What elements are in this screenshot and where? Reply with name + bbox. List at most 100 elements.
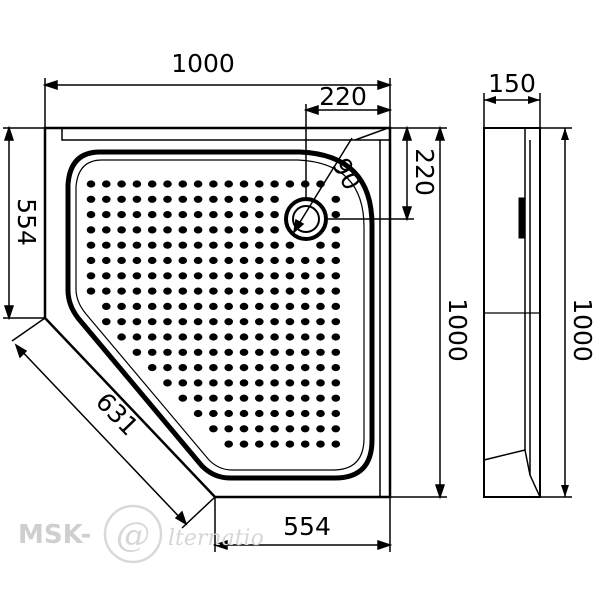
anti-slip-dot xyxy=(316,318,325,326)
anti-slip-dot xyxy=(239,348,249,356)
anti-slip-dot xyxy=(117,318,126,326)
anti-slip-dot xyxy=(254,425,264,433)
anti-slip-dot xyxy=(147,333,157,341)
anti-slip-dot xyxy=(285,180,295,188)
anti-slip-dot xyxy=(178,364,188,372)
anti-slip-dot xyxy=(147,272,157,280)
anti-slip-dot xyxy=(331,318,341,326)
anti-slip-dot xyxy=(224,348,233,356)
anti-slip-dot xyxy=(331,302,341,310)
anti-slip-dot xyxy=(239,440,249,448)
arrow xyxy=(212,539,228,551)
anti-slip-dot xyxy=(285,333,295,341)
anti-slip-dot xyxy=(163,348,172,356)
anti-slip-dot xyxy=(270,333,279,341)
anti-slip-dot xyxy=(178,226,188,234)
anti-slip-dot xyxy=(239,256,249,265)
anti-slip-dot xyxy=(300,256,310,265)
anti-slip-dot xyxy=(254,318,264,326)
dim-line-diagonal xyxy=(15,344,187,525)
anti-slip-dot xyxy=(209,333,218,341)
anti-slip-dot xyxy=(224,211,233,219)
anti-slip-dot xyxy=(316,348,325,356)
anti-slip-dot xyxy=(224,195,233,203)
anti-slip-dot xyxy=(270,195,279,203)
anti-slip-dot xyxy=(132,272,142,280)
anti-slip-dot xyxy=(316,272,325,280)
anti-slip-dot xyxy=(209,226,218,234)
anti-slip-dot xyxy=(102,287,111,295)
anti-slip-dot xyxy=(117,333,126,341)
anti-slip-dot xyxy=(239,272,249,280)
anti-slip-dot xyxy=(209,409,218,418)
anti-slip-dot xyxy=(270,318,279,326)
anti-slip-dot xyxy=(270,348,279,356)
anti-slip-dot xyxy=(193,318,203,326)
anti-slip-dot xyxy=(270,440,279,448)
anti-slip-dot xyxy=(163,180,172,188)
anti-slip-dot xyxy=(132,211,142,219)
anti-slip-dot xyxy=(193,409,203,418)
anti-slip-dot xyxy=(193,394,203,402)
anti-slip-dot xyxy=(300,409,310,418)
anti-slip-dot xyxy=(86,272,96,280)
arrow xyxy=(377,79,393,91)
tray-basin-inner-line xyxy=(75,159,365,471)
anti-slip-dot xyxy=(316,333,325,341)
anti-slip-dot xyxy=(331,256,341,265)
anti-slip-dot xyxy=(102,256,111,265)
anti-slip-dot xyxy=(239,211,249,219)
tray-basin-outline xyxy=(65,149,375,481)
anti-slip-dot xyxy=(132,226,142,234)
anti-slip-dot xyxy=(117,287,126,295)
anti-slip-dot xyxy=(209,180,218,188)
anti-slip-dot xyxy=(178,287,188,295)
anti-slip-dot xyxy=(254,440,264,448)
anti-slip-dot xyxy=(270,425,279,433)
watermark-suffix: lternatio xyxy=(168,526,264,551)
anti-slip-dot xyxy=(270,211,279,219)
anti-slip-dot xyxy=(178,348,188,356)
anti-slip-dot xyxy=(209,287,218,295)
anti-slip-dot xyxy=(285,287,295,295)
anti-slip-dot xyxy=(316,440,325,448)
anti-slip-dot xyxy=(254,256,264,265)
arrow xyxy=(14,343,28,359)
tray-rim-line xyxy=(61,128,381,497)
arrow xyxy=(3,305,15,321)
anti-slip-dot xyxy=(224,440,233,448)
arrow xyxy=(434,484,446,500)
anti-slip-dot xyxy=(300,333,310,341)
anti-slip-dot xyxy=(117,211,126,219)
anti-slip-dot xyxy=(331,394,341,402)
anti-slip-dot xyxy=(102,318,111,326)
watermark-at-symbol: @ xyxy=(116,515,150,555)
anti-slip-dot xyxy=(254,241,264,249)
anti-slip-dot xyxy=(132,348,142,356)
anti-slip-dot xyxy=(193,364,203,372)
anti-slip-dot xyxy=(239,226,249,234)
anti-slip-dot xyxy=(270,409,279,418)
anti-slip-dot xyxy=(132,241,142,249)
anti-slip-dot xyxy=(270,364,279,372)
anti-slip-dot xyxy=(163,379,172,387)
anti-slip-dot xyxy=(147,226,157,234)
watermark-at-circle xyxy=(103,504,163,564)
anti-slip-dot xyxy=(86,287,96,295)
anti-slip-dot xyxy=(163,272,172,280)
anti-slip-dot xyxy=(239,379,249,387)
anti-slip-dot xyxy=(270,180,279,188)
anti-slip-dot xyxy=(132,180,142,188)
anti-slip-dot xyxy=(270,287,279,295)
anti-slip-dot xyxy=(178,241,188,249)
anti-slip-dot xyxy=(178,379,188,387)
anti-slip-dot xyxy=(285,318,295,326)
anti-slip-dot xyxy=(254,302,264,310)
anti-slip-dot-pattern xyxy=(86,180,341,448)
anti-slip-dot xyxy=(239,394,249,402)
anti-slip-dot xyxy=(132,318,142,326)
anti-slip-dot xyxy=(285,364,295,372)
anti-slip-dot xyxy=(163,318,172,326)
anti-slip-dot xyxy=(285,348,295,356)
arrow xyxy=(292,218,305,234)
